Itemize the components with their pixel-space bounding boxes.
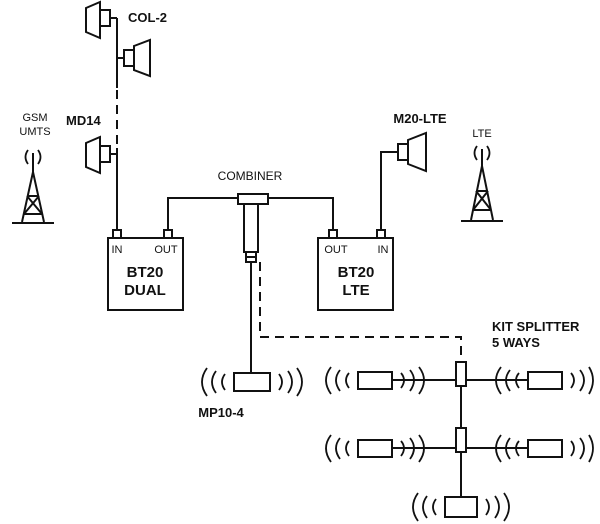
gsm-tower-icon [12,149,54,224]
m20-lte-antenna [380,131,427,230]
bt20-dual-box [107,237,184,311]
splitter-antenna-lower-left [325,434,425,463]
combiner-label: COMBINER [218,169,283,183]
bt20-dual-out-label: OUT [154,244,178,256]
combiner-icon [237,193,269,263]
col2-antenna [85,0,151,148]
bt20-lte-title: BT20 [338,264,375,281]
bt20-lte-out-connector [328,229,338,239]
m20-lte-label: M20-LTE [393,111,447,126]
md14-antenna [85,135,122,239]
lte-tower-icon [461,145,503,222]
lte-tower-label: LTE [472,128,491,140]
md14-label: MD14 [66,113,101,128]
col2-label: COL-2 [128,10,167,25]
bt20-lte-subtitle: LTE [342,282,369,299]
bt20-lte-in-label: IN [378,244,389,256]
mp10-4-antenna [201,367,303,397]
splitter-antenna-bottom [412,492,510,522]
splitter-label: KIT SPLITTER [492,319,580,334]
bt20-lte-out-label: OUT [324,244,348,256]
bt20-lte-in-connector [376,229,386,239]
splitter-sublabel: 5 WAYS [492,335,540,350]
splitter-antenna-upper-right [495,366,594,395]
bt20-dual-title: BT20 [127,264,164,281]
cable-to-splitter [259,262,462,362]
splitter-network [392,361,528,497]
gsm-label: GSM [22,112,47,124]
bt20-dual-subtitle: DUAL [124,282,166,299]
splitter-antenna-upper-left [325,366,425,395]
umts-label: UMTS [19,126,50,138]
mp10-4-label: MP10-4 [198,405,244,420]
bt20-dual-out-connector [163,229,173,239]
bt20-lte-box [317,237,394,311]
bt20-dual-in-label: IN [112,244,123,256]
splitter-antenna-lower-right [495,434,594,463]
